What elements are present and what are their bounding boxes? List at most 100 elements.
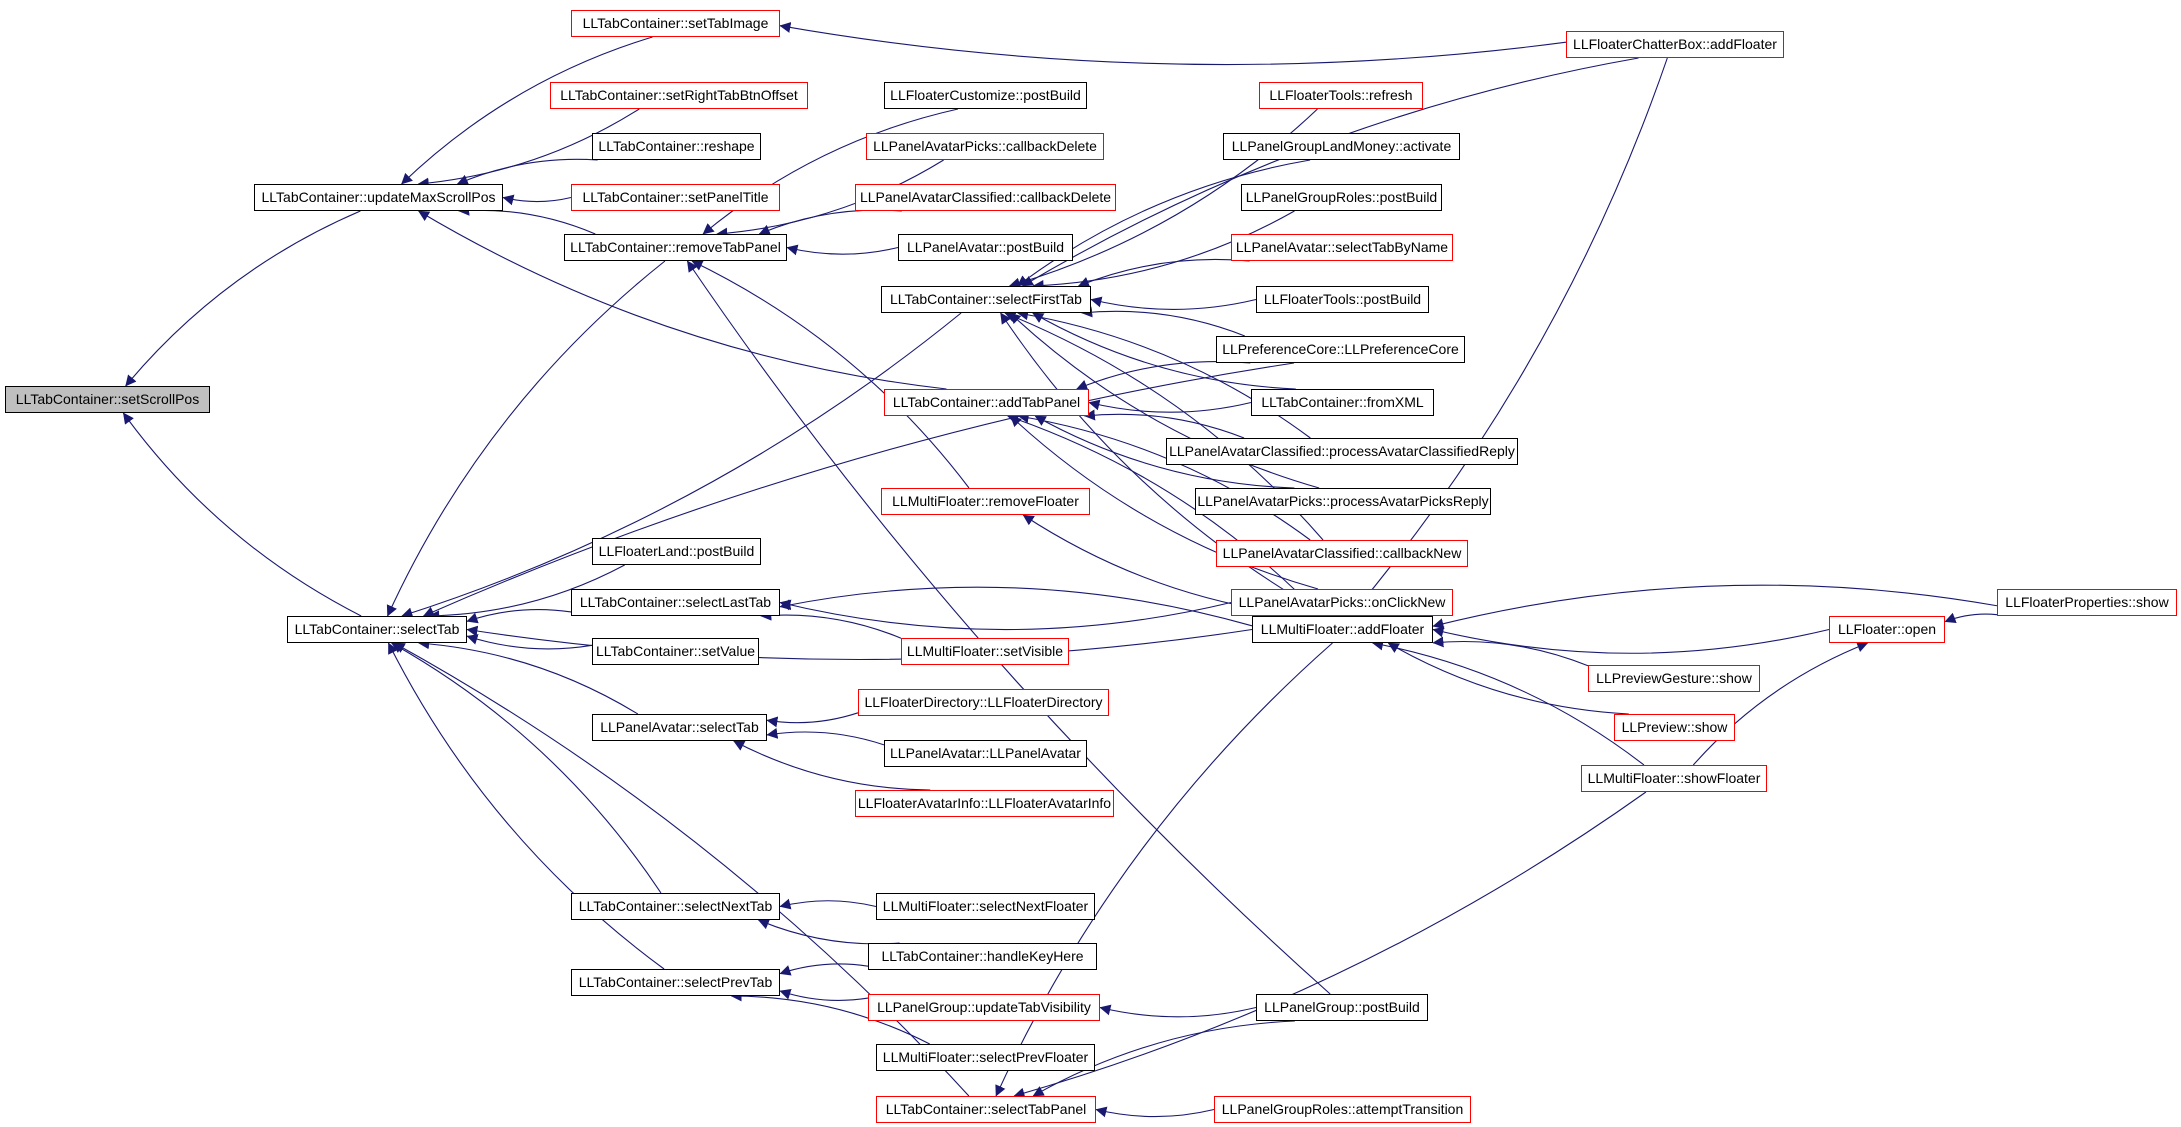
node-from-xml: LLTabContainer::fromXML xyxy=(1251,389,1434,416)
node-update-tab-visibility[interactable]: LLPanelGroup::updateTabVisibility xyxy=(868,994,1100,1021)
edge-floaterLandPostBuild-to-selectTab xyxy=(428,564,625,622)
edge-selectNextFloater-to-selectNextTab xyxy=(779,898,877,910)
node-preview-show[interactable]: LLPreview::show xyxy=(1614,714,1735,741)
edge-panelGroupPostBuild-to-selectTabPanel xyxy=(1032,1020,1295,1097)
node-floater-open[interactable]: LLFloater::open xyxy=(1829,616,1945,643)
edge-picksCallbackDelete-to-removeTabPanel xyxy=(716,159,944,239)
node-show-floater[interactable]: LLMultiFloater::showFloater xyxy=(1581,765,1767,792)
edge-floaterOpen-to-multiAddFloater xyxy=(1432,626,1830,654)
edge-removeFloater-to-removeTabPanel xyxy=(691,260,970,489)
node-classified-callback-new[interactable]: LLPanelAvatarClassified::callbackNew xyxy=(1216,540,1468,567)
node-set-scroll-pos: LLTabContainer::setScrollPos xyxy=(5,386,210,413)
node-handle-key-here: LLTabContainer::handleKeyHere xyxy=(868,943,1097,970)
node-select-prev-floater: LLMultiFloater::selectPrevFloater xyxy=(876,1044,1095,1071)
node-panel-avatar-ctor: LLPanelAvatar::LLPanelAvatar xyxy=(884,740,1087,767)
edge-previewGestureShow-to-multiAddFloater xyxy=(1432,636,1589,667)
edge-updateMaxScrollPos-to-setScrollPos xyxy=(125,210,361,387)
edge-previewShow-to-multiAddFloater xyxy=(1387,642,1629,715)
edge-attemptTransition-to-selectTabPanel xyxy=(1095,1106,1215,1118)
node-chatter-add-floater[interactable]: LLFloaterChatterBox::addFloater xyxy=(1566,31,1784,58)
edge-floaterAvatarInfo-to-panelAvatarSelectTab xyxy=(733,740,931,791)
node-remove-tab-panel: LLTabContainer::removeTabPanel xyxy=(564,234,787,261)
edge-selectLastTab-to-selectTab xyxy=(466,609,572,624)
edge-panelAvatarCtor-to-panelAvatarSelectTab xyxy=(766,727,885,746)
edge-selectTab-to-setScrollPos xyxy=(122,412,362,617)
node-picks-on-click-new[interactable]: LLPanelAvatarPicks::onClickNew xyxy=(1231,589,1453,616)
edge-floaterDirectory-to-panelAvatarSelectTab xyxy=(766,712,859,728)
node-select-tab-by-name[interactable]: LLPanelAvatar::selectTabByName xyxy=(1231,234,1453,261)
node-set-tab-image[interactable]: LLTabContainer::setTabImage xyxy=(571,10,780,37)
node-select-next-floater: LLMultiFloater::selectNextFloater xyxy=(876,893,1095,920)
node-preview-gesture-show[interactable]: LLPreviewGesture::show xyxy=(1588,665,1760,692)
edge-handleKeyHere-to-selectPrevTab xyxy=(779,963,869,976)
edge-addTabPanel-to-updateMaxScrollPos xyxy=(418,210,947,390)
node-select-tab: LLTabContainer::selectTab xyxy=(287,616,467,643)
edge-panelGroupPostBuild-to-updateTabVisibility xyxy=(1099,1004,1257,1018)
edge-selectFirstTab-to-selectTab xyxy=(401,312,962,619)
edge-multiAddFloater-to-selectLastTab xyxy=(779,586,1253,627)
edge-preferenceCore-to-selectTab xyxy=(422,362,1295,617)
edge-fromXML-to-addTabPanel xyxy=(1088,399,1252,413)
edge-removeTabPanel-to-selectTab xyxy=(386,260,666,617)
edge-landMoneyActivate-to-selectFirstTab xyxy=(1016,159,1311,287)
edge-picksOnClickNew-to-selectLastTab xyxy=(779,599,1232,631)
edge-toolsPostBuild-to-selectFirstTab xyxy=(1090,296,1257,310)
edge-processClassified-to-addTabPanel xyxy=(1083,409,1245,439)
edge-selectPrevTab-to-selectTab xyxy=(387,642,665,970)
edge-multiAddFloater-to-addTabPanel xyxy=(1007,414,1322,617)
node-set-visible[interactable]: LLMultiFloater::setVisible xyxy=(901,638,1069,665)
node-select-last-tab: LLTabContainer::selectLastTab xyxy=(571,589,780,616)
node-tools-post-build: LLFloaterTools::postBuild xyxy=(1256,286,1429,313)
node-select-first-tab: LLTabContainer::selectFirstTab xyxy=(881,286,1091,313)
node-multi-add-floater: LLMultiFloater::addFloater xyxy=(1252,616,1433,643)
node-remove-floater[interactable]: LLMultiFloater::removeFloater xyxy=(881,488,1090,515)
edge-multiAddFloater-to-selectTab xyxy=(466,625,1253,661)
edge-processPicks-to-selectFirstTab xyxy=(1009,312,1320,489)
node-select-tab-panel[interactable]: LLTabContainer::selectTabPanel xyxy=(876,1096,1096,1123)
node-picks-callback-delete[interactable]: LLPanelAvatarPicks::callbackDelete xyxy=(866,133,1104,160)
node-set-panel-title[interactable]: LLTabContainer::setPanelTitle xyxy=(571,184,780,211)
node-floater-directory[interactable]: LLFloaterDirectory::LLFloaterDirectory xyxy=(858,689,1109,716)
edge-setValue-to-selectTab xyxy=(466,634,593,650)
node-land-money-activate: LLPanelGroupLandMoney::activate xyxy=(1223,133,1460,160)
node-classified-callback-delete[interactable]: LLPanelAvatarClassified::callbackDelete xyxy=(855,184,1116,211)
edge-processPicks-to-addTabPanel xyxy=(1034,415,1295,489)
node-reshape: LLTabContainer::reshape xyxy=(592,133,761,160)
edge-setPanelTitle-to-updateMaxScrollPos xyxy=(502,194,572,206)
edge-chatterAddFloater-to-setTabImage xyxy=(779,22,1567,66)
edge-panelAvatarPostBuild-to-removeTabPanel xyxy=(786,244,899,256)
node-customize-post-build: LLFloaterCustomize::postBuild xyxy=(884,82,1087,109)
edge-showFloater-to-multiAddFloater xyxy=(1371,639,1645,766)
node-properties-show[interactable]: LLFloaterProperties::show xyxy=(1997,589,2177,616)
edge-updateTabVisibility-to-selectPrevTab xyxy=(779,988,869,1001)
edge-preferenceCore-to-selectFirstTab xyxy=(1081,306,1245,337)
node-select-next-tab: LLTabContainer::selectNextTab xyxy=(571,893,780,920)
node-set-value: LLTabContainer::setValue xyxy=(592,638,759,665)
edge-propertiesShow-to-multiAddFloater xyxy=(1432,584,1998,630)
node-attempt-transition[interactable]: LLPanelGroupRoles::attemptTransition xyxy=(1214,1096,1471,1123)
edge-groupRolesPostBuild-to-selectFirstTab xyxy=(1032,210,1295,292)
node-add-tab-panel[interactable]: LLTabContainer::addTabPanel xyxy=(884,389,1089,416)
node-panel-avatar-post-build: LLPanelAvatar::postBuild xyxy=(898,234,1073,261)
edge-multiAddFloater-to-selectTabPanel xyxy=(995,642,1333,1097)
edge-selectTabByName-to-selectFirstTab xyxy=(1077,258,1250,288)
node-preference-core: LLPreferenceCore::LLPreferenceCore xyxy=(1216,336,1465,363)
edge-showFloater-to-selectTabPanel xyxy=(1013,791,1647,1099)
node-group-roles-post-build: LLPanelGroupRoles::postBuild xyxy=(1241,184,1442,211)
node-floater-land-post-build: LLFloaterLand::postBuild xyxy=(592,538,761,565)
edge-selectNextTab-to-selectTab xyxy=(391,642,662,894)
edge-multiAddFloater-to-selectFirstTab xyxy=(1000,312,1329,617)
node-floater-avatar-info[interactable]: LLFloaterAvatarInfo::LLFloaterAvatarInfo xyxy=(855,790,1114,817)
node-panel-group-post-build: LLPanelGroup::postBuild xyxy=(1256,994,1428,1021)
node-tools-refresh[interactable]: LLFloaterTools::refresh xyxy=(1259,82,1423,109)
edge-reshape-to-updateMaxScrollPos xyxy=(456,158,598,185)
edge-setTabImage-to-updateMaxScrollPos xyxy=(401,36,653,185)
edge-panelAvatarSelectTab-to-selectTab xyxy=(418,638,639,715)
node-select-prev-tab: LLTabContainer::selectPrevTab xyxy=(571,969,780,996)
node-set-right-tab-btn-offset[interactable]: LLTabContainer::setRightTabBtnOffset xyxy=(550,82,808,109)
edge-fromXML-to-selectFirstTab xyxy=(1032,312,1296,390)
edge-selectPrevFloater-to-selectPrevTab xyxy=(730,990,930,1045)
node-process-picks: LLPanelAvatarPicks::processAvatarPicksRe… xyxy=(1195,488,1491,515)
